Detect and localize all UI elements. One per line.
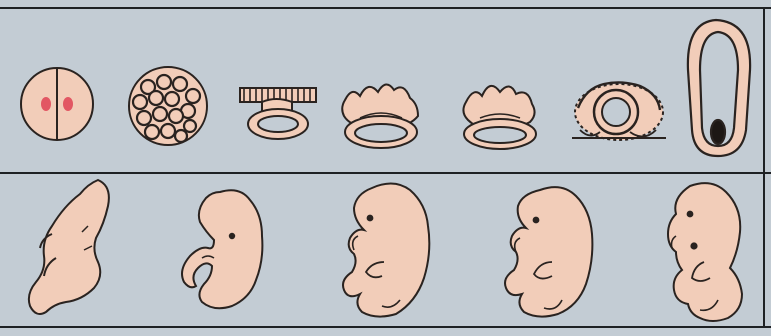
elongated-embryo — [688, 20, 750, 156]
two-cell-embryo — [21, 68, 93, 140]
amniotic-sac — [572, 82, 666, 140]
embryonic-disc-late — [463, 86, 536, 149]
embryonic-disc-early — [342, 84, 418, 148]
embryo-week-4 — [29, 180, 109, 314]
embryo-week-6 — [343, 183, 429, 316]
blastocyst-implanting — [240, 88, 316, 139]
morula — [129, 67, 207, 145]
embryo-week-5 — [182, 190, 262, 308]
embryo-week-8 — [668, 183, 742, 321]
embryo-week-7 — [505, 187, 592, 316]
